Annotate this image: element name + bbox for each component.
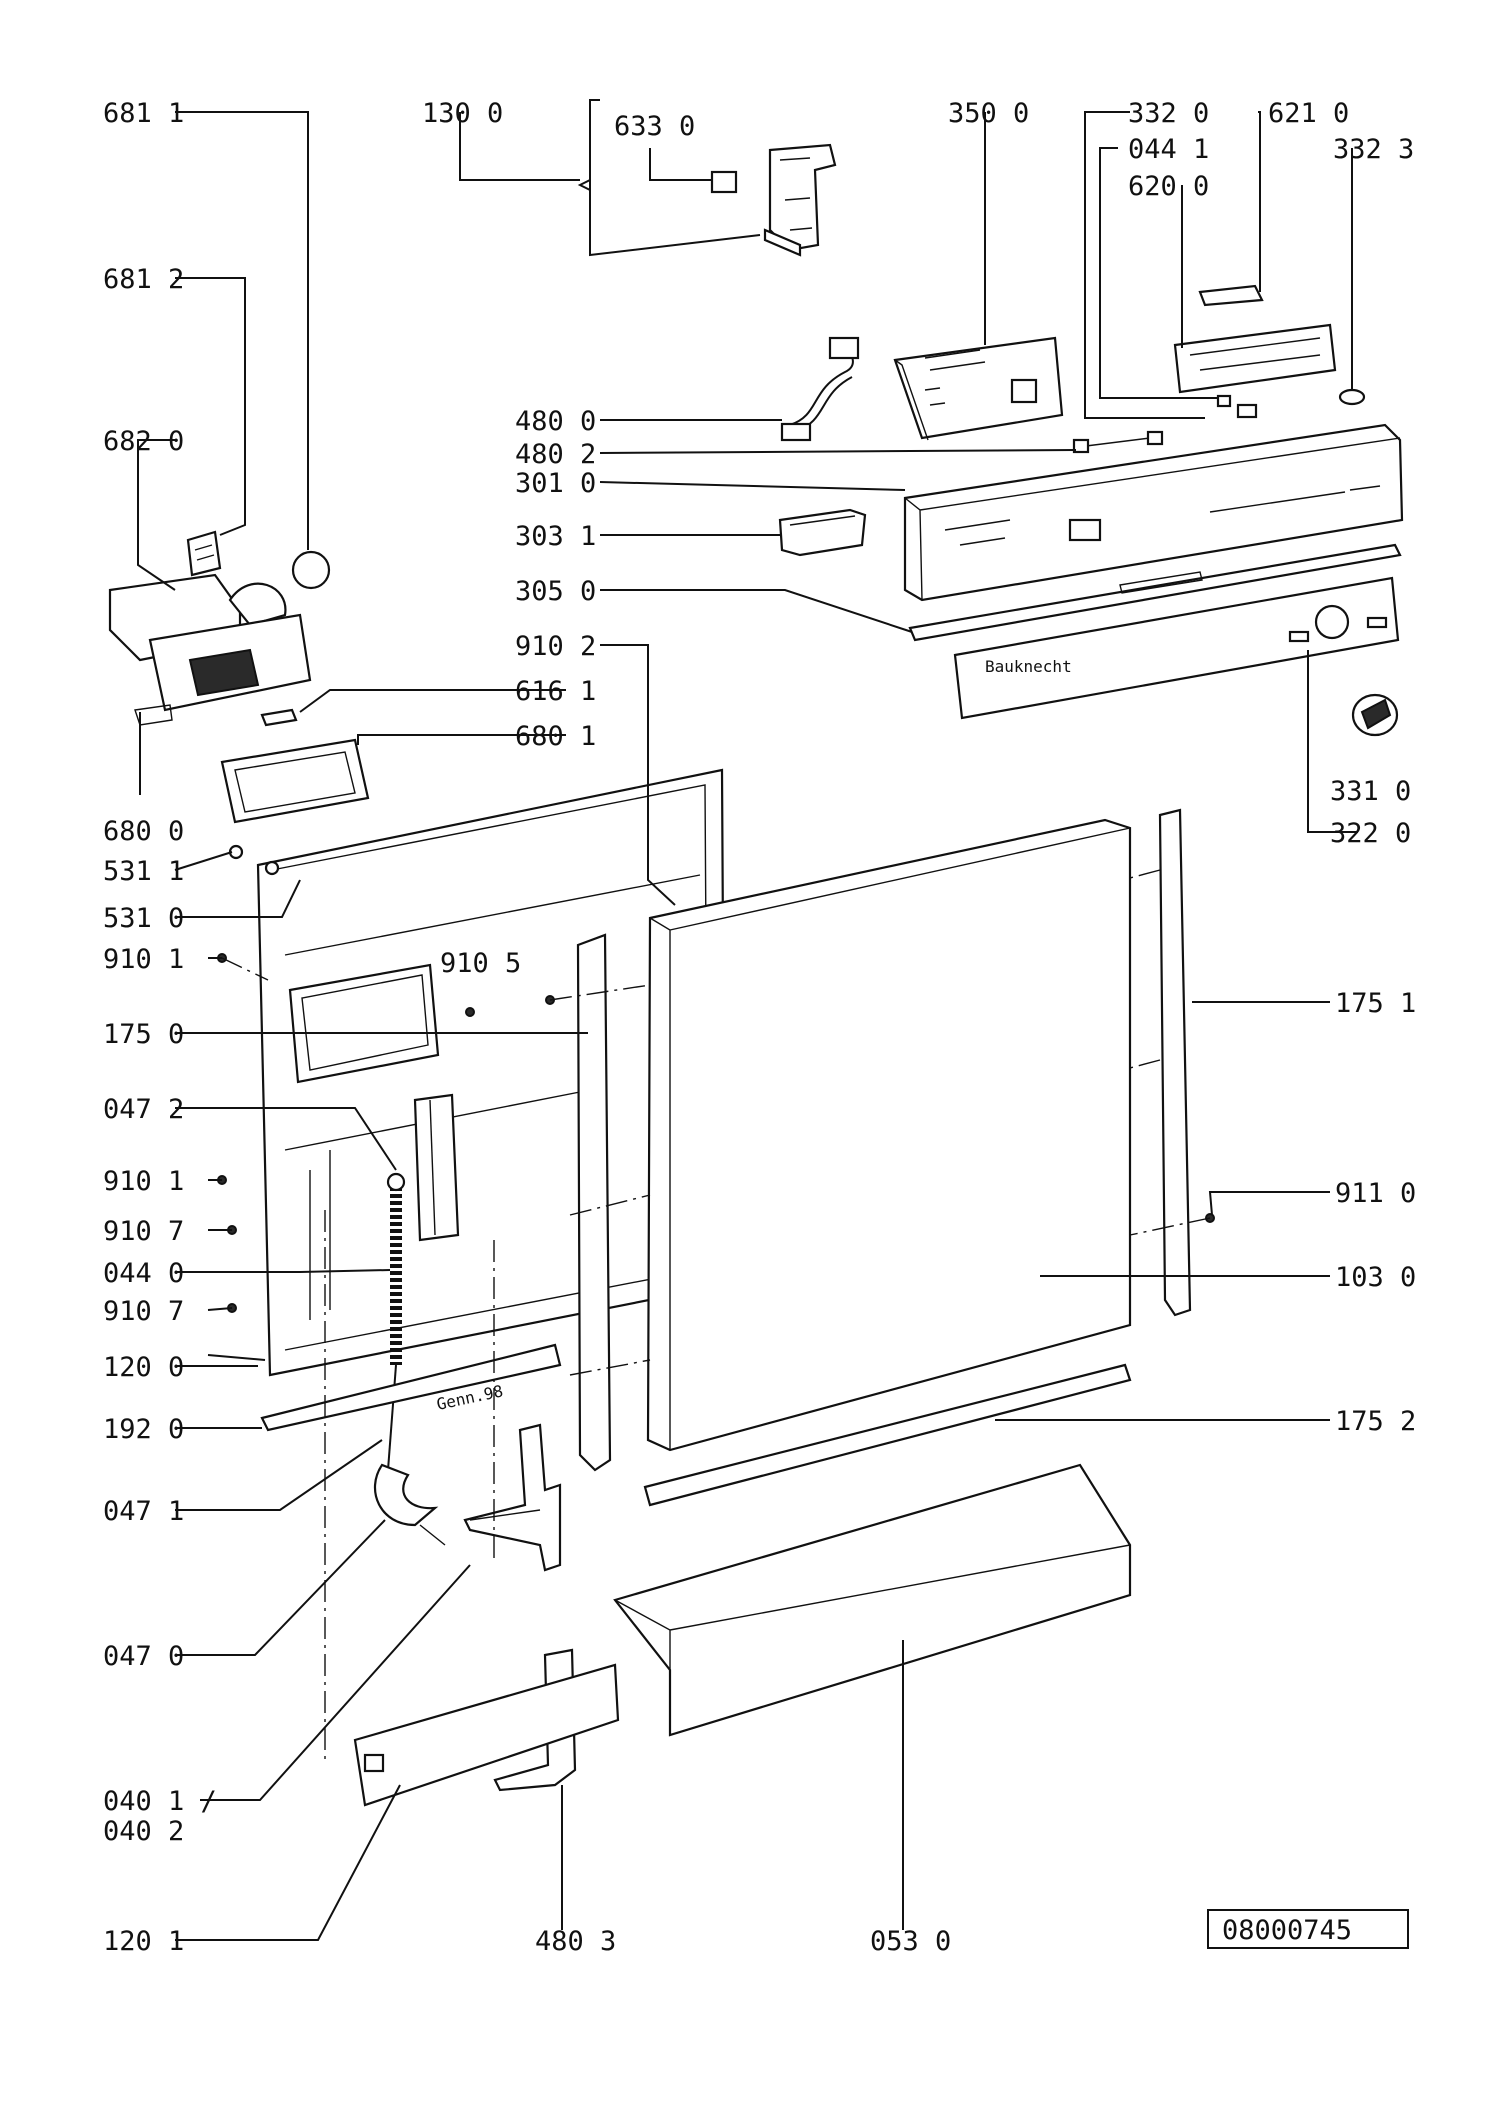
label-303-1: 303 1: [515, 521, 596, 552]
part-dispenser-6820: [108, 573, 312, 726]
label-531-1: 531 1: [103, 856, 184, 887]
part-side-strip-1751: [1158, 808, 1192, 1317]
label-331-0: 331 0: [1330, 776, 1411, 807]
label-120-1: 120 1: [103, 1926, 184, 1957]
part-knob-3310: [1351, 693, 1399, 737]
part-small-components: [1216, 388, 1366, 419]
label-040-1: 040 1 /: [103, 1786, 217, 1817]
label-053-0: 053 0: [870, 1926, 951, 1957]
part-cable-4802: [1072, 430, 1164, 454]
label-621-0: 621 0: [1268, 98, 1349, 129]
part-switch-module-6200: [1173, 284, 1337, 394]
label-044-1: 044 1: [1128, 134, 1209, 165]
label-047-2: 047 2: [103, 1094, 184, 1125]
label-332-3: 332 3: [1333, 134, 1414, 165]
label-531-0: 531 0: [103, 903, 184, 934]
part-door-spring-0472: [386, 1172, 406, 1471]
label-680-1: 680 1: [515, 721, 596, 752]
part-hinge-bracket-1300: [710, 143, 837, 257]
label-910-7b: 910 7: [103, 1296, 184, 1327]
label-044-0: 044 0: [103, 1258, 184, 1289]
label-322-0: 322 0: [1330, 818, 1411, 849]
part-control-panel-3010: [903, 423, 1404, 602]
label-910-7a: 910 7: [103, 1216, 184, 1247]
part-wiring-harness-4800: [780, 336, 860, 442]
part-bottom-strip-1752: [643, 1363, 1132, 1507]
label-175-2: 175 2: [1335, 1406, 1416, 1437]
label-682-0: 682 0: [103, 426, 184, 457]
part-gasket-6801: [220, 738, 370, 824]
drawing-number: 08000745: [1222, 1915, 1352, 1946]
part-control-board-3500: [893, 336, 1064, 441]
part-labels: 681 1 130 0 633 0 350 0 332 0 621 0 044 …: [103, 98, 1416, 1957]
label-130-0: 130 0: [422, 98, 503, 129]
part-clip-6812: [186, 530, 222, 577]
label-480-3: 480 3: [535, 1926, 616, 1957]
label-350-0: 350 0: [948, 98, 1029, 129]
label-620-0: 620 0: [1128, 171, 1209, 202]
label-040-2: 040 2: [103, 1816, 184, 1847]
label-616-1: 616 1: [515, 676, 596, 707]
part-outer-door-1030: [646, 818, 1132, 1452]
screws: [217, 844, 1215, 1313]
assembly-center-lines: [221, 869, 1211, 1760]
part-tab-6161: [260, 708, 298, 727]
part-front-fascia-3220: Bauknecht: [953, 576, 1400, 720]
part-trim-strip-3050: [908, 543, 1402, 642]
part-lower-panel-1201: [353, 1663, 620, 1807]
label-911-0: 911 0: [1335, 1178, 1416, 1209]
label-910-2: 910 2: [515, 631, 596, 662]
label-480-0: 480 0: [515, 406, 596, 437]
label-305-0: 305 0: [515, 576, 596, 607]
drawing-number-box: 08000745: [1207, 1909, 1409, 1949]
part-spring-hook-0471: [373, 1463, 446, 1546]
part-side-strip-1750: [576, 933, 612, 1472]
label-175-0: 175 0: [103, 1019, 184, 1050]
brand-logo-text: Bauknecht: [985, 657, 1072, 676]
label-681-1: 681 1: [103, 98, 184, 129]
part-plug-6811: [291, 550, 331, 590]
label-047-1: 047 1: [103, 1496, 184, 1527]
label-120-0: 120 0: [103, 1352, 184, 1383]
part-bracket-0401: [463, 1423, 562, 1572]
label-103-0: 103 0: [1335, 1262, 1416, 1293]
label-910-1b: 910 1: [103, 1166, 184, 1197]
label-680-0: 680 0: [103, 816, 184, 847]
label-480-2: 480 2: [515, 439, 596, 470]
label-301-0: 301 0: [515, 468, 596, 499]
label-192-0: 192 0: [103, 1414, 184, 1445]
part-kick-plate-0530: [613, 1463, 1132, 1737]
label-175-1: 175 1: [1335, 988, 1416, 1019]
label-633-0: 633 0: [614, 111, 695, 142]
label-047-0: 047 0: [103, 1641, 184, 1672]
leader-lines: [137, 99, 1358, 1941]
label-332-0: 332 0: [1128, 98, 1209, 129]
label-910-1a: 910 1: [103, 944, 184, 975]
label-910-5: 910 5: [440, 948, 521, 979]
label-681-2: 681 2: [103, 264, 184, 295]
part-handle-3031: [778, 508, 867, 557]
